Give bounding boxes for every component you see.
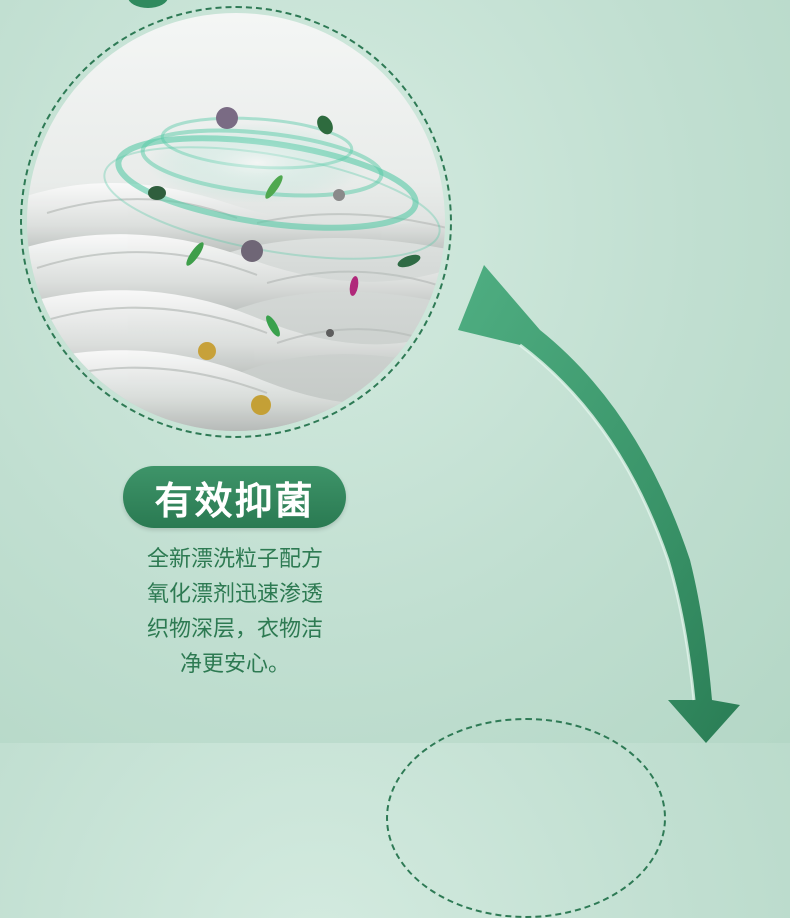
feature-title: 有效抑菌 (154, 478, 315, 523)
fabric-bacteria-icon (27, 13, 445, 431)
feature-description: 全新漂洗粒子配方 氧化漂剂迅速渗透 织物深层，衣物洁 净更安心。 (110, 542, 360, 682)
fabric-illustration-frame (20, 6, 452, 438)
description-line: 氧化漂剂迅速渗透 (146, 582, 323, 607)
description-line: 全新漂洗粒子配方 (146, 547, 323, 572)
description-line: 净更安心。 (179, 652, 290, 677)
feature-title-badge: 有效抑菌 (123, 466, 346, 528)
top-decoration (128, 0, 168, 8)
next-section-frame (386, 718, 666, 918)
curved-arrow-icon (458, 265, 740, 743)
description-line: 织物深层，衣物洁 (146, 617, 323, 642)
